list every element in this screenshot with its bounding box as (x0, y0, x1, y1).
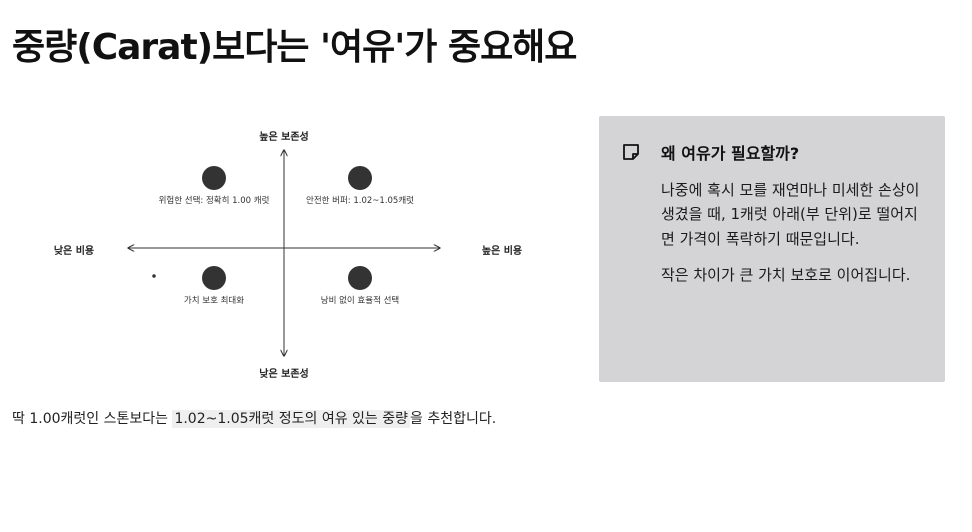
quadrant-top-left-text: 위험한 선택: 정확히 1.00 캐럿 (158, 196, 270, 206)
quadrant-bottom-right: 낭비 없이 효율적 선택 (290, 266, 430, 307)
recommendation-text-before: 딱 1.00캐럿인 스톤보다는 (12, 411, 173, 427)
axis-label-top: 높은 보존성 (259, 132, 309, 143)
note-body: 나중에 혹시 모를 재연마나 미세한 손상이 생겼을 때, 1캐럿 아래(부 단… (661, 178, 923, 287)
quadrant-bottom-left: 가치 보호 최대화 (144, 266, 284, 307)
balance-scale-icon (290, 266, 372, 290)
sticky-note-icon (623, 144, 639, 160)
axis-label-right: 높은 비용 (481, 246, 523, 257)
quadrant-bottom-left-text: 가치 보호 최대화 (183, 296, 245, 306)
quadrant-top-right-text: 안전한 버퍼: 1.02~1.05캐럿 (306, 196, 414, 206)
quadrant-diagram: 높은 보존성 낮은 보존성 낮은 비용 높은 비용 위험한 선택: 정확히 1.… (40, 120, 540, 390)
recommendation-highlight: 1.02~1.05캐럿 정도의 여유 있는 중량 (172, 410, 411, 428)
note-paragraph-2: 작은 차이가 큰 가치 보호로 이어집니다. (661, 265, 911, 284)
page-title: 중량(Carat)보다는 '여유'가 중요해요 (12, 27, 577, 68)
axis-label-bottom: 낮은 보존성 (259, 369, 309, 380)
certificate-icon (145, 266, 226, 290)
quadrant-top-right: 안전한 버퍼: 1.02~1.05캐럿 (290, 166, 430, 207)
recommendation-text: 딱 1.00캐럿인 스톤보다는 1.02~1.05캐럿 정도의 여유 있는 중량… (12, 408, 572, 430)
note-title: 왜 여유가 필요할까? (661, 144, 800, 163)
note-paragraph-1: 나중에 혹시 모를 재연마나 미세한 손상이 생겼을 때, 1캐럿 아래(부 단… (661, 181, 920, 248)
info-note-box: 왜 여유가 필요할까? 나중에 혹시 모를 재연마나 미세한 손상이 생겼을 때… (599, 116, 945, 382)
quadrant-bottom-right-text: 낭비 없이 효율적 선택 (320, 296, 400, 306)
quadrant-top-left: 위험한 선택: 정확히 1.00 캐럿 (144, 166, 284, 207)
axis-label-left: 낮은 비용 (53, 246, 95, 257)
recommendation-text-after: 을 추천합니다. (410, 411, 497, 427)
warning-triangle-icon (144, 166, 226, 190)
shield-check-icon (291, 166, 372, 190)
note-header: 왜 여유가 필요할까? (621, 140, 923, 164)
diagram-axes (40, 120, 540, 390)
